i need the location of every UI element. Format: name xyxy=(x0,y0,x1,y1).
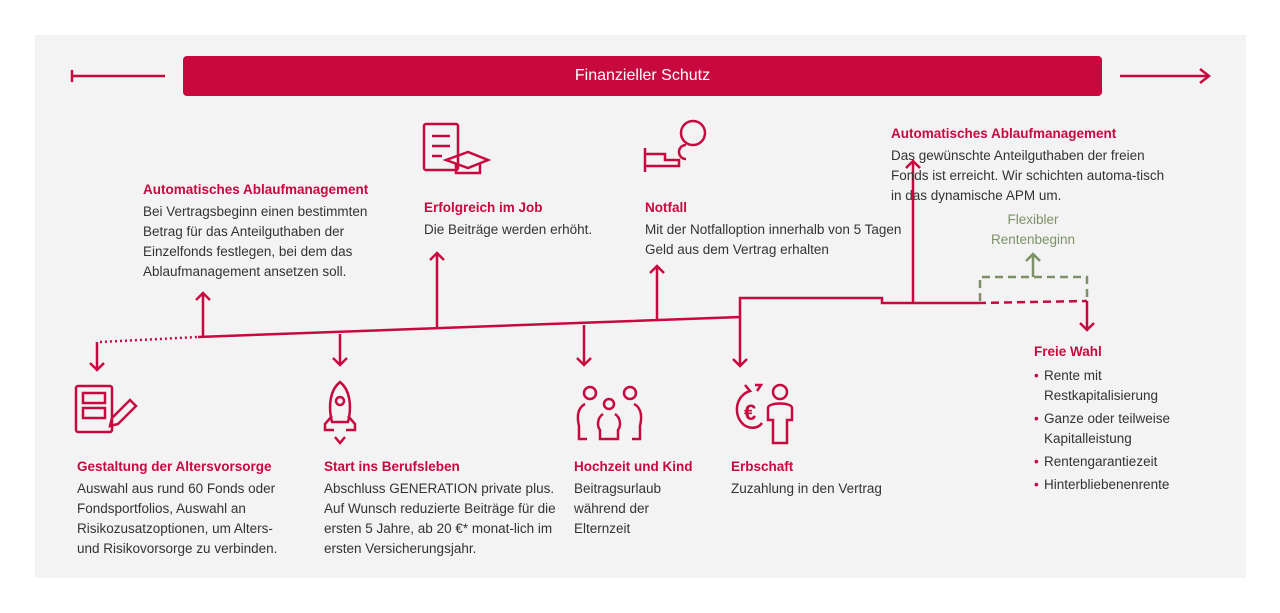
flexible-retirement-label: Flexibler Rentenbeginn xyxy=(990,212,1076,247)
list-item: Ganze oder teilweise Kapitalleistung xyxy=(1034,409,1204,449)
checklist-graduation-icon xyxy=(422,122,492,175)
family-icon xyxy=(576,385,643,441)
description: Beitragsurlaub während der Elternzeit xyxy=(574,481,662,536)
description: Abschluss GENERATION private plus. Auf W… xyxy=(324,481,556,556)
description: Bei Vertragsbeginn einen bestimmten Betr… xyxy=(143,204,368,279)
banner-arrows xyxy=(70,68,1212,84)
list-item: Hinterbliebenenrente xyxy=(1034,475,1204,495)
banner-financial-protection: Finanzieller Schutz xyxy=(183,56,1102,96)
svg-text:€: € xyxy=(744,400,756,425)
dotted-start xyxy=(99,335,199,344)
form-pen-icon xyxy=(74,384,138,434)
heading: Automatisches Ablaufmanagement xyxy=(143,182,369,197)
description: Das gewünschte Anteilguthaben der freien… xyxy=(891,148,1165,203)
description: Die Beiträge werden erhöht. xyxy=(424,222,593,237)
rocket-icon xyxy=(323,380,357,445)
main-line xyxy=(197,296,978,339)
heading: Erbschaft xyxy=(731,459,794,474)
list-item: Rente mit Restkapitalisierung xyxy=(1034,366,1204,406)
freie-wahl-block: Freie Wahl Rente mit Restkapitalisierung… xyxy=(1034,342,1204,498)
description: Auswahl aus rund 60 Fonds oder Fondsport… xyxy=(77,481,278,556)
description: Zuzahlung in den Vertrag xyxy=(731,481,882,496)
heading: Hochzeit und Kind xyxy=(574,459,693,474)
heading: Erfolgreich im Job xyxy=(424,200,543,215)
heading: Automatisches Ablaufmanagement xyxy=(891,126,1117,141)
icons: € xyxy=(74,119,794,445)
heading: Freie Wahl xyxy=(1034,344,1102,359)
up-arrows xyxy=(195,159,921,336)
hand-coin-icon xyxy=(643,119,707,172)
down-arrows xyxy=(89,301,1095,372)
description: Mit der Notfalloption innerhalb von 5 Ta… xyxy=(645,222,902,257)
money-bag-person-icon: € xyxy=(735,383,794,445)
heading: Gestaltung der Altersvorsorge xyxy=(77,459,272,474)
options-list: Rente mit Restkapitalisierung Ganze oder… xyxy=(1034,366,1204,495)
list-item: Rentengarantiezeit xyxy=(1034,452,1204,472)
heading: Start ins Berufsleben xyxy=(324,459,460,474)
heading: Notfall xyxy=(645,200,687,215)
